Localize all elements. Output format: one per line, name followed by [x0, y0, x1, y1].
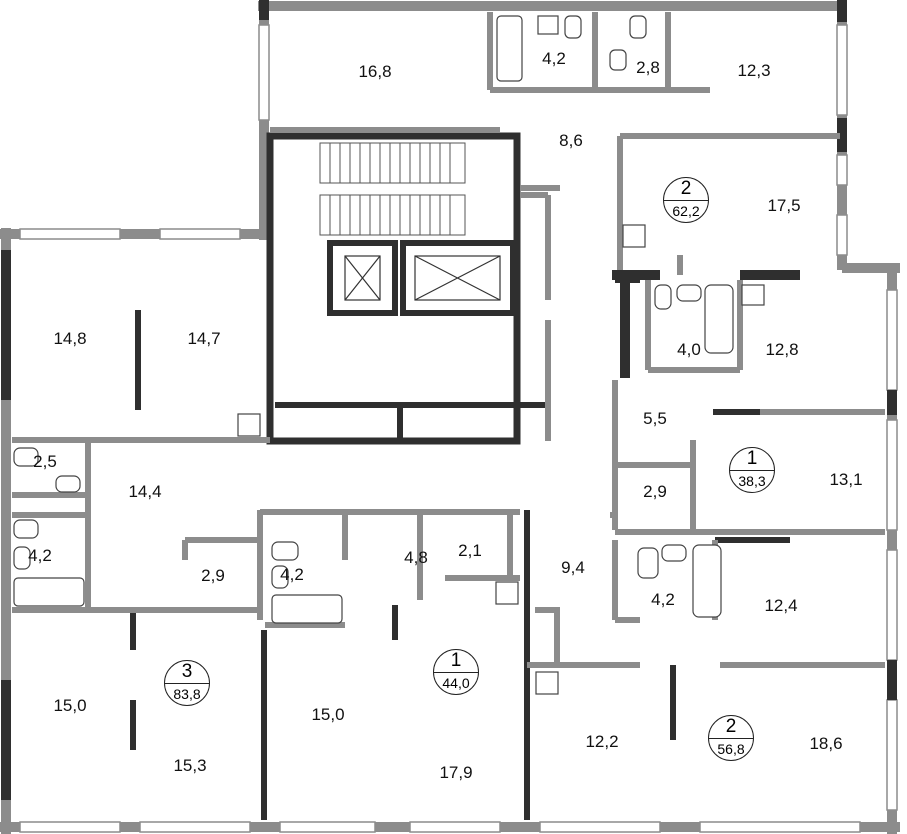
room-area: 2,1 — [458, 541, 482, 560]
room-area: 15,0 — [53, 696, 87, 715]
room-area: 12,4 — [764, 596, 798, 615]
room-area: 17,9 — [439, 763, 473, 782]
apartment-rooms: 1 — [434, 650, 478, 673]
room-area: 9,4 — [561, 558, 585, 577]
room-area: 18,6 — [809, 734, 843, 753]
dark-wall-segments — [1, 0, 897, 820]
windows — [19, 24, 898, 833]
room-area: 4,2 — [542, 49, 566, 68]
room-area: 12,3 — [737, 61, 771, 80]
interior-walls — [12, 12, 885, 668]
apartment-badge[interactable]: 1 38,3 — [729, 447, 775, 493]
room-area: 12,2 — [585, 732, 619, 751]
apartment-badge[interactable]: 3 83,8 — [164, 660, 210, 706]
apartment-area: 83,8 — [173, 686, 201, 702]
room-area: 12,8 — [765, 340, 799, 359]
apartment-badge[interactable]: 1 44,0 — [433, 649, 479, 695]
room-area: 14,8 — [53, 329, 87, 348]
room-area: 4,2 — [280, 565, 304, 584]
apartment-area: 62,2 — [672, 203, 700, 219]
room-area: 17,5 — [767, 196, 801, 215]
apartment-badge[interactable]: 2 56,8 — [708, 715, 754, 761]
room-area: 4,8 — [404, 548, 428, 567]
room-area: 5,5 — [643, 409, 667, 428]
apartment-area: 44,0 — [442, 675, 470, 691]
room-area: 16,8 — [358, 62, 392, 81]
room-area: 15,3 — [173, 756, 207, 775]
bathroom-fixtures — [13, 15, 765, 695]
apartment-rooms: 3 — [165, 661, 209, 684]
stair-elevator-core — [266, 132, 551, 445]
room-area: 14,7 — [187, 329, 221, 348]
room-area: 2,5 — [33, 452, 57, 471]
room-area: 15,0 — [311, 705, 345, 724]
room-area: 4,2 — [651, 590, 675, 609]
apartment-rooms: 2 — [709, 716, 753, 739]
room-area: 2,8 — [636, 58, 660, 77]
room-area: 13,1 — [829, 470, 863, 489]
room-area: 2,9 — [643, 482, 667, 501]
apartment-badge[interactable]: 2 62,2 — [663, 177, 709, 223]
apartment-rooms: 2 — [664, 178, 708, 201]
room-area: 4,2 — [28, 546, 52, 565]
room-area: 8,6 — [559, 131, 583, 150]
apartment-area: 56,8 — [717, 741, 745, 757]
room-area: 4,0 — [677, 340, 701, 359]
room-area: 2,9 — [201, 566, 225, 585]
apartment-rooms: 1 — [730, 448, 774, 471]
room-area: 14,4 — [128, 482, 162, 501]
apartment-area: 38,3 — [738, 473, 766, 489]
